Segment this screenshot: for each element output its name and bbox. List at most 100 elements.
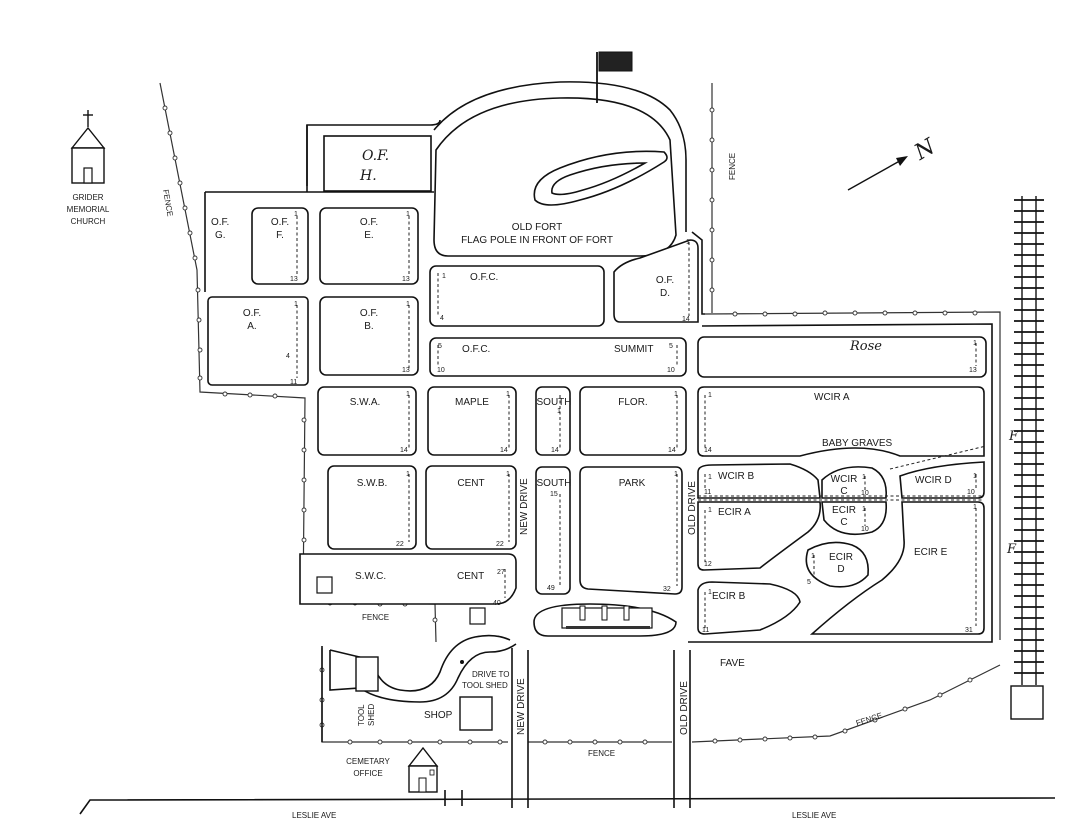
- svg-text:1: 1: [406, 301, 410, 308]
- svg-text:49: 49: [547, 585, 555, 592]
- section-ecir-d-label-line2: D: [837, 564, 844, 575]
- old-fort-block: [433, 97, 677, 257]
- fence-label-south: FENCE: [588, 749, 615, 758]
- section-wcir-c-label-line1: WCIR: [831, 474, 858, 485]
- svg-text:4: 4: [286, 353, 290, 360]
- svg-text:14: 14: [500, 447, 508, 454]
- shop-label: SHOP: [424, 710, 453, 721]
- church-label-line2: MEMORIAL: [67, 205, 110, 214]
- svg-text:5: 5: [669, 343, 673, 350]
- section-rose: [697, 336, 987, 378]
- section-ofh-label-line1: O.F.: [362, 148, 389, 164]
- section-flor: [579, 386, 687, 456]
- fence-label-south-east: FENCE: [855, 711, 884, 728]
- fence-posts-west: [162, 105, 438, 623]
- road-edge-ofh: [306, 119, 441, 186]
- section-ecir-e-label: ECIR E: [914, 547, 948, 558]
- office-roof-icon: [407, 746, 439, 767]
- svg-text:10: 10: [967, 489, 975, 496]
- svg-text:14: 14: [682, 316, 690, 323]
- svg-text:1: 1: [973, 504, 977, 511]
- svg-text:14: 14: [551, 447, 559, 454]
- svg-text:1: 1: [708, 507, 712, 514]
- section-ofb-label-line1: O.F.: [360, 308, 378, 319]
- section-ofc-summit: [429, 337, 687, 377]
- fence-marker-2: F: [1006, 542, 1017, 557]
- office-driveway: [444, 790, 463, 806]
- marker-box: [469, 607, 486, 625]
- svg-text:1: 1: [811, 553, 815, 560]
- buildings: DRIVE TO TOOL SHED TOOL SHED SHOP CEMETA…: [346, 656, 510, 793]
- svg-text:1: 1: [294, 211, 298, 218]
- section-ofh: [323, 135, 432, 192]
- svg-text:1: 1: [506, 471, 510, 478]
- section-ofc-south-label: O.F.C.: [462, 344, 490, 355]
- svg-text:10: 10: [861, 490, 869, 497]
- section-ofd-label-line2: D.: [660, 288, 670, 299]
- grider-memorial-church: GRIDER MEMORIAL CHURCH: [67, 110, 110, 226]
- svg-text:10: 10: [437, 367, 445, 374]
- section-south-south: [535, 466, 571, 595]
- section-ofc-north-label: O.F.C.: [470, 272, 498, 283]
- railroad-box: [1010, 685, 1044, 720]
- section-south-north: [535, 386, 571, 456]
- railroad-track: [1010, 196, 1044, 720]
- svg-text:1: 1: [708, 392, 712, 399]
- leslie-ave-label-east: LESLIE AVE: [792, 811, 836, 820]
- section-rose-label: Rose: [849, 339, 882, 354]
- section-swc-label: S.W.C.: [355, 571, 386, 582]
- section-wcir-b: [697, 463, 821, 499]
- svg-text:1: 1: [862, 474, 866, 481]
- section-swb-label: S.W.B.: [357, 478, 388, 489]
- section-ofg-label-line2: G.: [215, 230, 226, 241]
- svg-text:1: 1: [686, 239, 690, 246]
- fence-label-north: FENCE: [728, 153, 737, 180]
- road-east-loop: [688, 323, 993, 643]
- section-park: [579, 466, 683, 595]
- section-ofc-north: [429, 265, 605, 327]
- church-label-line3: CHURCH: [71, 217, 106, 226]
- section-swa: [317, 386, 417, 456]
- tool-shed-building: [355, 656, 379, 692]
- church-roof-icon: [70, 126, 106, 149]
- svg-text:22: 22: [396, 541, 404, 548]
- section-off-label-line1: O.F.: [271, 217, 289, 228]
- svg-text:11: 11: [702, 627, 709, 634]
- road-outer-loop: [433, 81, 687, 232]
- flag-loop-inner: [551, 162, 648, 196]
- svg-text:1: 1: [708, 474, 712, 481]
- svg-text:14: 14: [400, 447, 408, 454]
- svg-text:1: 1: [406, 391, 410, 398]
- section-off: [251, 207, 309, 285]
- drive-to-tool-shed-label-line1: DRIVE TO: [472, 670, 510, 679]
- section-park-label: PARK: [619, 478, 646, 489]
- section-ofd-label-line1: O.F.: [656, 275, 674, 286]
- svg-text:1: 1: [973, 473, 977, 480]
- old-drive-label-south: OLD DRIVE: [679, 681, 690, 735]
- section-ofe-label-line2: E.: [364, 230, 373, 241]
- road-outlines: [79, 81, 1056, 815]
- svg-text:22: 22: [496, 541, 504, 548]
- section-ofb-label-line2: B.: [364, 321, 373, 332]
- svg-text:13: 13: [402, 276, 410, 283]
- fence-marker-1: F: [1008, 429, 1019, 444]
- section-ecir-b-label: ECIR B: [712, 591, 746, 602]
- svg-text:5: 5: [438, 343, 442, 350]
- section-wcir-c-label-line2: C: [840, 486, 847, 497]
- section-ofd: [613, 239, 699, 323]
- section-ofg-label-line1: O.F.: [211, 217, 229, 228]
- street-labels: NEW DRIVE OLD DRIVE NEW DRIVE OLD DRIVE …: [292, 478, 836, 820]
- section-ofe-label-line1: O.F.: [360, 217, 378, 228]
- shop-building: [459, 696, 493, 731]
- section-ecir-d: [805, 541, 869, 588]
- baby-graves-label: BABY GRAVES: [822, 438, 893, 449]
- section-ofa: [207, 296, 309, 386]
- section-wcir-c: [821, 466, 888, 499]
- fence-line-south-east: [691, 664, 1001, 743]
- fence-line-east: [704, 311, 1001, 640]
- section-maple-label: MAPLE: [455, 397, 489, 408]
- pavilion: [533, 603, 677, 637]
- section-ofa-label-line2: A.: [247, 321, 256, 332]
- svg-text:27: 27: [497, 569, 505, 576]
